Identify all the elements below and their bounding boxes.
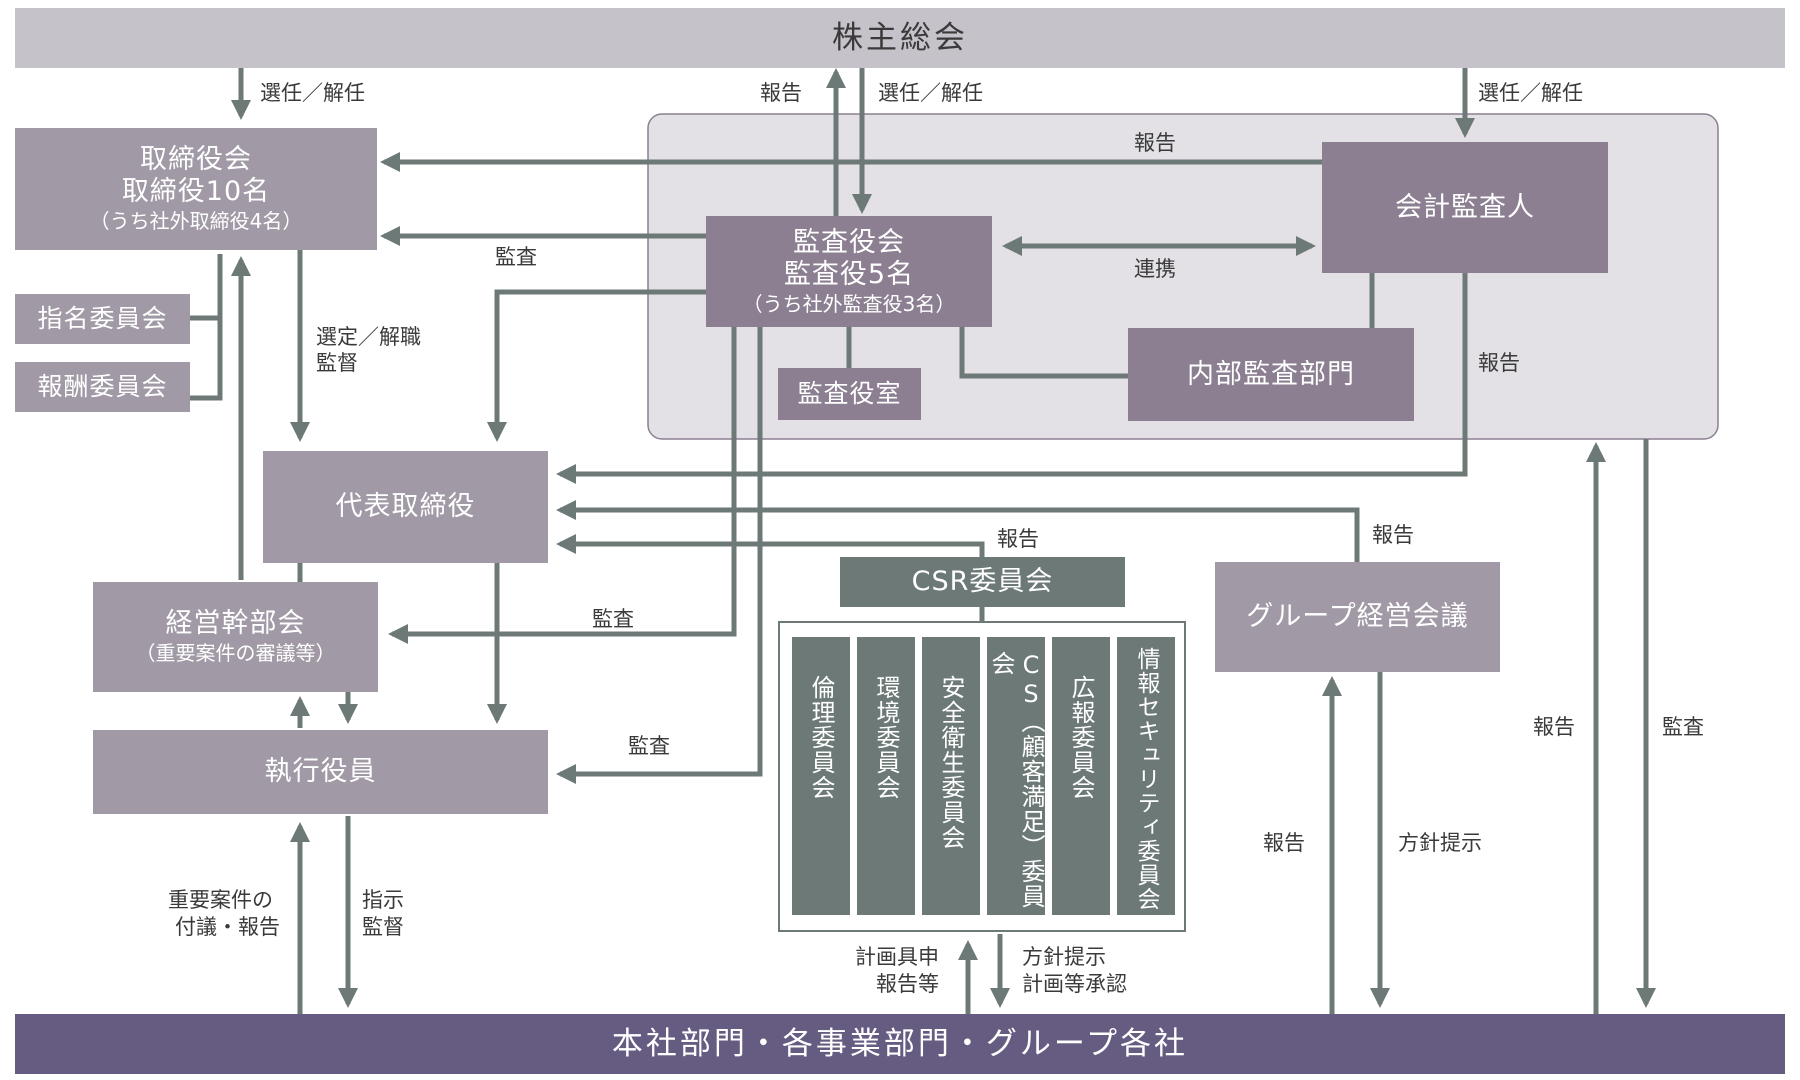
nomination-label: 指名委員会 [37, 304, 168, 333]
label-instruct: 指示 [362, 888, 404, 912]
label-audit-board: 監査 [495, 245, 537, 269]
internal-audit-department: 内部監査部門 [1128, 328, 1414, 421]
csr-label: CSR委員会 [911, 566, 1054, 597]
label-report-gm: 報告 [1263, 831, 1305, 855]
label-elect-accounting: 選任／解任 [1478, 81, 1583, 105]
label-important-2: 付議・報告 [175, 915, 280, 939]
council-title: 経営幹部会 [165, 608, 306, 639]
accounting-auditor: 会計監査人 [1322, 142, 1608, 273]
remuneration-label: 報酬委員会 [37, 372, 168, 401]
board-outside: （うち社外取締役4名） [89, 209, 303, 233]
representative-director: 代表取締役 [263, 451, 548, 563]
management-council: 経営幹部会 （重要案件の審議等） [93, 582, 378, 692]
audit-and-supervisory-board: 監査役会 監査役5名 （うち社外監査役3名） [706, 216, 992, 327]
executive-officers: 執行役員 [93, 730, 548, 814]
label-policy-gm: 方針提示 [1398, 831, 1482, 855]
label-cooperation: 連携 [1134, 257, 1176, 281]
auditboard-title: 監査役会 [793, 226, 905, 258]
label-report-etc: 報告等 [876, 972, 939, 996]
auditboard-outside: （うち社外監査役3名） [742, 291, 956, 316]
president-label: 代表取締役 [335, 491, 476, 522]
label-supervise: 監督 [316, 351, 358, 375]
headquarters-divisions-group: 本社部門・各事業部門・グループ各社 [15, 1014, 1785, 1074]
environment-committee: 環境委員会 [857, 637, 915, 915]
label-elect-auditboard: 選任／解任 [878, 81, 983, 105]
board-of-directors: 取締役会 取締役10名 （うち社外取締役4名） [15, 128, 377, 250]
label-plan-approval: 計画等承認 [1022, 972, 1127, 996]
group-meeting-label: グループ経営会議 [1246, 601, 1469, 632]
label-report-csr: 報告 [997, 527, 1039, 551]
pr-committee: 広報委員会 [1052, 637, 1110, 915]
label-plan: 計画具申 [855, 945, 939, 969]
label-report-right: 報告 [1533, 715, 1575, 739]
shareholders-meeting: 株主総会 [15, 8, 1785, 68]
csr-committee: CSR委員会 [840, 557, 1125, 607]
bottom-label: 本社部門・各事業部門・グループ各社 [611, 1026, 1189, 1062]
audit-office-label: 監査役室 [797, 379, 902, 408]
label-report-group: 報告 [1372, 523, 1414, 547]
officers-label: 執行役員 [264, 756, 377, 787]
label-important-1: 重要案件の [168, 888, 273, 912]
accounting-auditor-label: 会計監査人 [1395, 191, 1535, 223]
label-report-acct-board: 報告 [1134, 131, 1176, 155]
board-title: 取締役会 [140, 144, 252, 175]
auditboard-members: 監査役5名 [783, 258, 915, 290]
label-audit-right: 監査 [1662, 715, 1704, 739]
info-security-committee: 情報セキュリティ委員会 [1117, 637, 1175, 915]
group-management-meeting: グループ経営会議 [1215, 562, 1500, 672]
board-members: 取締役10名 [121, 176, 271, 207]
shareholders-label: 株主総会 [832, 20, 968, 56]
council-subtitle: （重要案件の審議等） [135, 641, 336, 665]
cs-committee: CS（顧客満足）委員会 [987, 637, 1045, 915]
label-audit-council: 監査 [592, 607, 634, 631]
nomination-committee: 指名委員会 [15, 294, 190, 344]
label-policy: 方針提示 [1022, 945, 1106, 969]
label-select-dismiss: 選定／解職 [316, 325, 421, 349]
remuneration-committee: 報酬委員会 [15, 362, 190, 412]
label-elect-board: 選任／解任 [260, 81, 365, 105]
label-audit-officers: 監査 [628, 734, 670, 758]
label-report-acct-president: 報告 [1478, 351, 1520, 375]
safety-health-committee: 安全衛生委員会 [922, 637, 980, 915]
ethics-committee: 倫理委員会 [792, 637, 850, 915]
audit-office: 監査役室 [778, 368, 921, 420]
internal-audit-label: 内部監査部門 [1187, 358, 1355, 390]
label-report-shareholders: 報告 [760, 81, 802, 105]
label-supervise-officers: 監督 [362, 915, 404, 939]
